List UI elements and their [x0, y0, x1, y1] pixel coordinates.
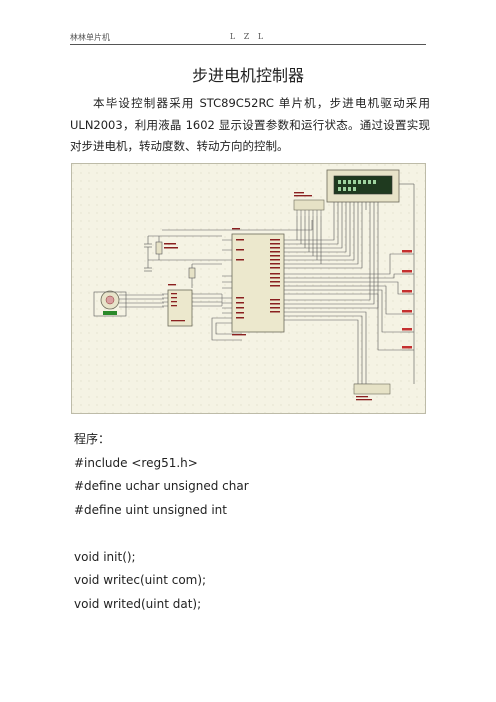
stepper-motor	[93, 290, 164, 317]
resistor-pack-bottom	[353, 383, 391, 401]
document-title: 步进电机控制器	[191, 66, 304, 85]
code-line: void writec(uint com);	[74, 573, 207, 587]
crystal-oscillator	[144, 235, 222, 272]
code-line: void writed(uint dat);	[74, 596, 202, 611]
code-listing: 程序： #include <reg51.h> #define uchar uns…	[74, 428, 434, 616]
push-buttons	[402, 250, 414, 351]
code-line: #include <reg51.h>	[74, 455, 198, 470]
header-rule	[70, 44, 426, 45]
resistor-pack	[293, 199, 325, 216]
intro-paragraph: 本毕设控制器采用 STC89C52RC 单片机，步进电机驱动采用 ULN2003…	[70, 96, 430, 153]
signal-wires	[162, 183, 415, 385]
running-header: 林林单片机 L Z L	[70, 32, 426, 46]
code-line: #define uint unsigned int	[74, 502, 227, 517]
code-line: #define uchar unsigned char	[74, 479, 249, 493]
reset-circuit	[188, 263, 222, 288]
code-line	[74, 522, 434, 546]
header-center-text: L Z L	[229, 32, 267, 41]
circuit-schematic	[71, 163, 426, 414]
schematic-drawing	[72, 164, 425, 413]
uln2003-driver	[162, 289, 223, 327]
header-left-text: 林林单片机	[70, 33, 110, 42]
mcu-chip	[222, 233, 294, 333]
code-line: void init();	[74, 549, 136, 564]
lcd-module	[326, 169, 400, 210]
code-label: 程序：	[74, 432, 111, 446]
